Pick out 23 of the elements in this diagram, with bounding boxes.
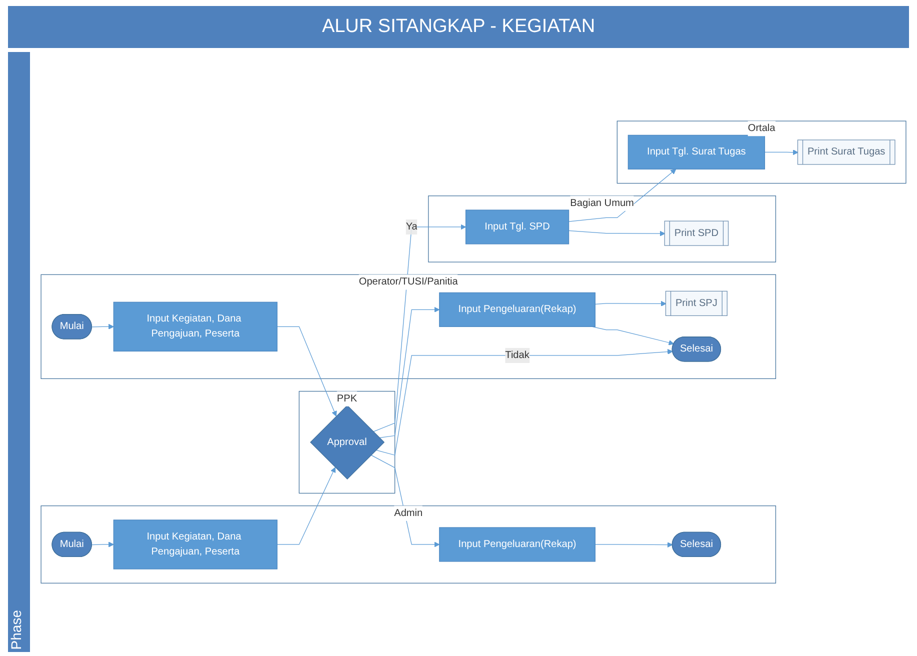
node-box: Input Tgl. Surat Tugas [628, 134, 766, 170]
arrow [568, 230, 666, 236]
node-box: Input Kegiatan, Dana Pengajuan, Peserta [113, 302, 278, 352]
node-box: Input Pengeluaran(Rekap) [439, 292, 596, 327]
arrow [376, 348, 673, 456]
arrow [592, 326, 674, 346]
node-diamond: Approval [310, 404, 385, 480]
arrow [594, 300, 666, 306]
lane-label: Phase [8, 610, 25, 650]
arrow [92, 542, 114, 548]
arrow [276, 326, 337, 416]
arrow [372, 224, 466, 432]
arrow [379, 306, 440, 438]
diagram-title: ALUR SITANGKAP - KEGIATAN [8, 6, 909, 48]
arrow [594, 542, 673, 548]
node-box: Input Pengeluaran(Rekap) [439, 527, 596, 562]
arrow [764, 149, 798, 155]
node-box: Input Tgl. SPD [465, 210, 570, 244]
edge-label: Tidak [505, 350, 530, 360]
node-box: Input Kegiatan, Dana Pengajuan, Peserta [113, 520, 278, 570]
arrow [92, 324, 114, 330]
arrow [276, 467, 336, 545]
edge-label: Ya [406, 221, 418, 232]
